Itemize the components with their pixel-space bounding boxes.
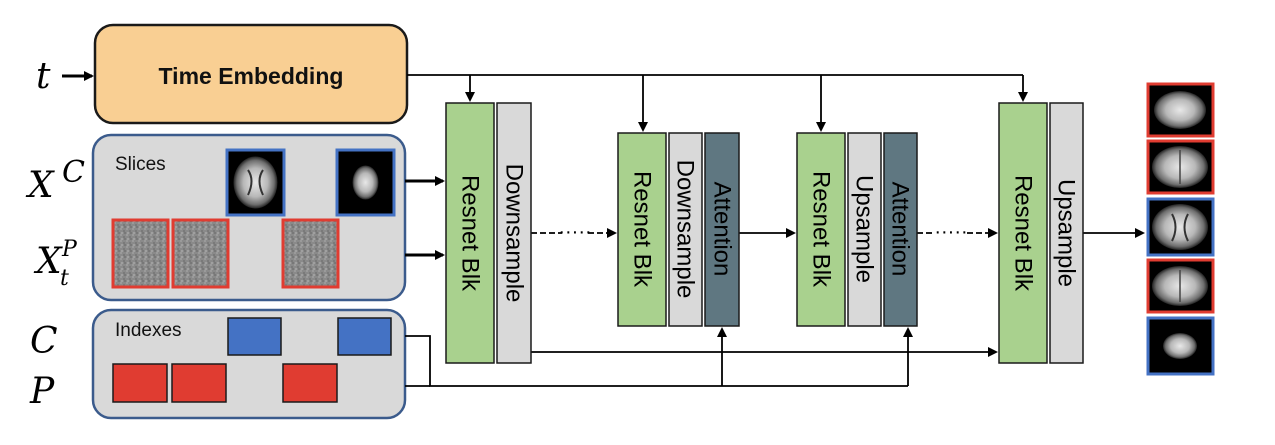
time-embedding-label: Time Embedding [159, 63, 344, 89]
context-slice-1 [225, 148, 286, 217]
output-slice-4 [1146, 258, 1215, 314]
indexes-label: Indexes [115, 320, 182, 341]
output-slice-1 [1146, 82, 1215, 138]
ellipsis-1: ····· [558, 221, 591, 243]
resnet-block-1 [445, 102, 495, 364]
resnet-block-3 [796, 132, 846, 327]
input-xc: X C [25, 155, 85, 206]
prediction-index-3 [282, 363, 338, 403]
downsample-block-1 [496, 102, 532, 364]
prediction-index-1 [112, 363, 168, 403]
noisy-slice-2 [171, 218, 230, 289]
upsample-block-2-label: Upsample [1053, 179, 1080, 287]
ellipsis-2: ····· [934, 221, 967, 243]
xc-sup: C [62, 155, 85, 190]
xp-sub: t [60, 266, 69, 291]
upsample-block-1 [847, 132, 882, 327]
t-symbol: t [36, 56, 51, 97]
p-symbol: P [29, 371, 55, 412]
prediction-index-2 [171, 363, 227, 403]
downsample-block-2 [668, 132, 703, 327]
output-slice-5 [1146, 316, 1215, 376]
context-slice-2 [335, 148, 396, 217]
attention-block-2 [883, 132, 918, 327]
context-index-1 [227, 317, 282, 356]
context-index-2 [337, 317, 392, 356]
attention-block-1 [704, 132, 740, 327]
noisy-slice-3 [281, 218, 340, 289]
xp-sup: P [61, 237, 78, 262]
downsample-block-1-label: Downsample [501, 164, 528, 303]
input-xp: X P t [33, 237, 78, 291]
attention-block-1-label: Attention [709, 182, 736, 277]
connections [405, 74, 1145, 387]
output-slice-3 [1146, 197, 1215, 257]
slices-label: Slices [115, 154, 166, 175]
resnet-block-1-label: Resnet Blk [457, 175, 484, 292]
resnet-block-3-label: Resnet Blk [808, 171, 835, 288]
xp-base: X [33, 241, 63, 282]
resnet-block-2-label: Resnet Blk [629, 171, 656, 288]
attention-block-2-label: Attention [887, 182, 914, 277]
c-symbol: C [30, 321, 58, 362]
downsample-block-2-label: Downsample [672, 160, 699, 299]
input-t: t [36, 56, 94, 97]
resnet-block-4-label: Resnet Blk [1010, 175, 1037, 292]
time-embedding-box [93, 23, 409, 125]
upsample-block-1-label: Upsample [851, 175, 878, 283]
noisy-slice-1 [111, 218, 170, 289]
resnet-block-2 [617, 132, 667, 327]
upsample-block-2 [1049, 102, 1084, 364]
resnet-block-4 [998, 102, 1048, 364]
output-slice-2 [1146, 139, 1215, 195]
xc-base: X [25, 165, 55, 206]
